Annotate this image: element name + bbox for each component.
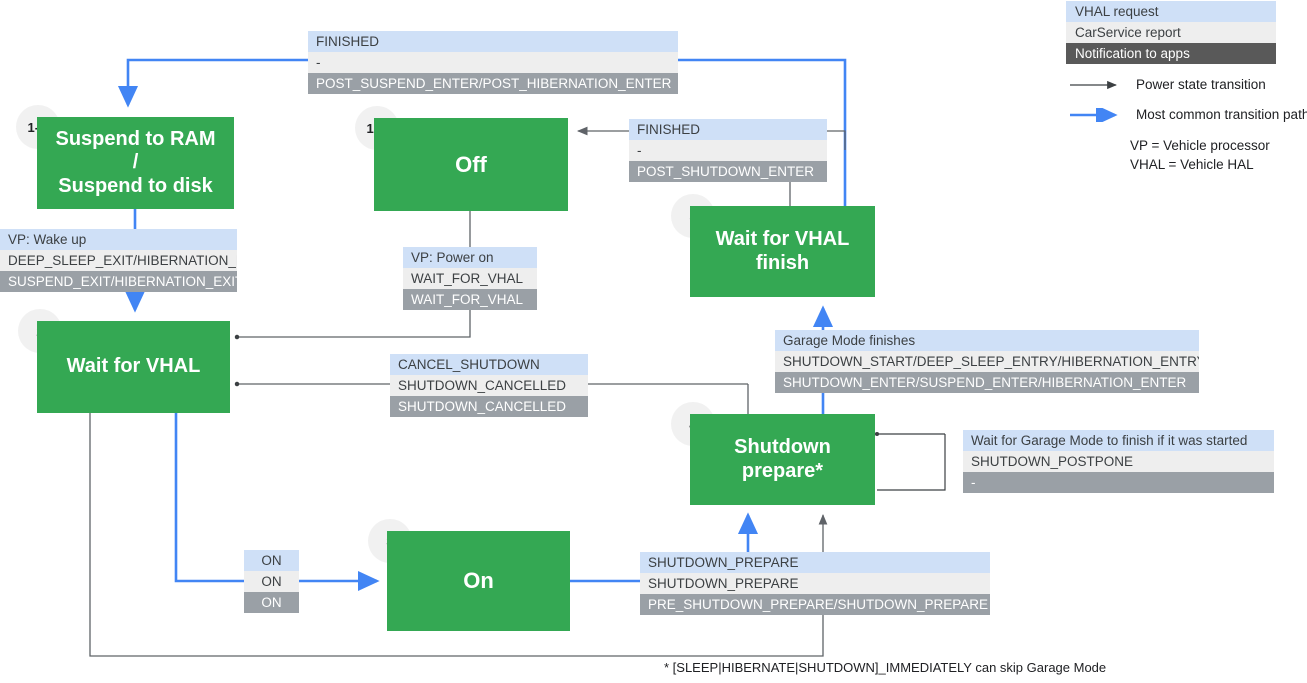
msg-car-row: SHUTDOWN_CANCELLED — [390, 375, 588, 396]
legend-notification-to-apps: Notification to apps — [1066, 43, 1276, 64]
msg-car-row: SHUTDOWN_START/DEEP_SLEEP_ENTRY/HIBERNAT… — [775, 351, 1199, 372]
state-suspend-label: Suspend to RAM/Suspend to disk — [55, 127, 216, 197]
state-off-label: Off — [455, 151, 487, 177]
msg-vhal-row: Garage Mode finishes — [775, 330, 1199, 351]
msg-car-row: DEEP_SLEEP_EXIT/HIBERNATION_EXIT — [0, 250, 237, 271]
msg-note-row: WAIT_FOR_VHAL — [403, 289, 537, 310]
msg-note-row: SUSPEND_EXIT/HIBERNATION_EXIT — [0, 271, 237, 292]
msg-car-row: SHUTDOWN_POSTPONE — [963, 451, 1274, 472]
legend-power-state-transition-label: Power state transition — [1136, 77, 1266, 92]
message-shutdown-postpone: Wait for Garage Mode to finish if it was… — [963, 430, 1274, 493]
legend-carservice-report: CarService report — [1066, 22, 1276, 43]
state-suspend-to-ram-disk[interactable]: Suspend to RAM/Suspend to disk — [37, 117, 234, 209]
msg-car-row: ON — [244, 571, 299, 592]
message-garage-mode-finishes: Garage Mode finishes SHUTDOWN_START/DEEP… — [775, 330, 1199, 393]
state-wait-for-vhal[interactable]: Wait for VHAL — [37, 321, 230, 413]
msg-note-row: POST_SUSPEND_ENTER/POST_HIBERNATION_ENTE… — [308, 73, 678, 94]
legend-definition-vhal: VHAL = Vehicle HAL — [1130, 157, 1254, 172]
msg-note-row: ON — [244, 592, 299, 613]
message-power-on: VP: Power on WAIT_FOR_VHAL WAIT_FOR_VHAL — [403, 247, 537, 310]
message-cancel-shutdown: CANCEL_SHUTDOWN SHUTDOWN_CANCELLED SHUTD… — [390, 354, 588, 417]
msg-vhal-row: ON — [244, 550, 299, 571]
msg-car-row: WAIT_FOR_VHAL — [403, 268, 537, 289]
msg-car-row: - — [629, 140, 827, 161]
legend-definition-vp: VP = Vehicle processor — [1130, 138, 1270, 153]
msg-note-row: SHUTDOWN_CANCELLED — [390, 396, 588, 417]
state-off[interactable]: Off — [374, 118, 568, 211]
message-post-suspend-enter: FINISHED - POST_SUSPEND_ENTER/POST_HIBER… — [308, 31, 678, 94]
state-wait-for-vhal-label: Wait for VHAL — [66, 355, 201, 378]
state-on-label: On — [463, 568, 494, 594]
msg-note-row: SHUTDOWN_ENTER/SUSPEND_ENTER/HIBERNATION… — [775, 372, 1199, 393]
message-shutdown-prepare: SHUTDOWN_PREPARE SHUTDOWN_PREPARE PRE_SH… — [640, 552, 990, 615]
message-wake-up: VP: Wake up DEEP_SLEEP_EXIT/HIBERNATION_… — [0, 229, 237, 292]
legend-most-common-transition-path: Most common transition path — [1068, 107, 1307, 122]
msg-vhal-row: CANCEL_SHUTDOWN — [390, 354, 588, 375]
common-path-arrow-icon — [1070, 107, 1118, 122]
msg-vhal-row: FINISHED — [629, 119, 827, 140]
legend-bands: VHAL request CarService report Notificat… — [1066, 1, 1276, 64]
footnote: * [SLEEP|HIBERNATE|SHUTDOWN]_IMMEDIATELY… — [664, 660, 1107, 675]
message-on-transition: ON ON ON — [244, 550, 299, 613]
legend-most-common-transition-path-label: Most common transition path — [1136, 107, 1307, 122]
msg-car-row: - — [308, 52, 678, 73]
msg-car-row: SHUTDOWN_PREPARE — [640, 573, 990, 594]
power-transition-arrow-icon — [1070, 80, 1117, 89]
msg-note-row: PRE_SHUTDOWN_PREPARE/SHUTDOWN_PREPARE — [640, 594, 990, 615]
msg-vhal-row: VP: Power on — [403, 247, 537, 268]
msg-vhal-row: VP: Wake up — [0, 229, 237, 250]
msg-vhal-row: FINISHED — [308, 31, 678, 52]
message-post-shutdown-enter: FINISHED - POST_SHUTDOWN_ENTER — [629, 119, 827, 182]
msg-note-row: - — [963, 472, 1274, 493]
state-on[interactable]: On — [387, 531, 570, 631]
msg-vhal-row: SHUTDOWN_PREPARE — [640, 552, 990, 573]
legend-vhal-request: VHAL request — [1066, 1, 1276, 22]
legend-power-state-transition: Power state transition — [1068, 77, 1266, 92]
msg-vhal-row: Wait for Garage Mode to finish if it was… — [963, 430, 1274, 451]
msg-note-row: POST_SHUTDOWN_ENTER — [629, 161, 827, 182]
